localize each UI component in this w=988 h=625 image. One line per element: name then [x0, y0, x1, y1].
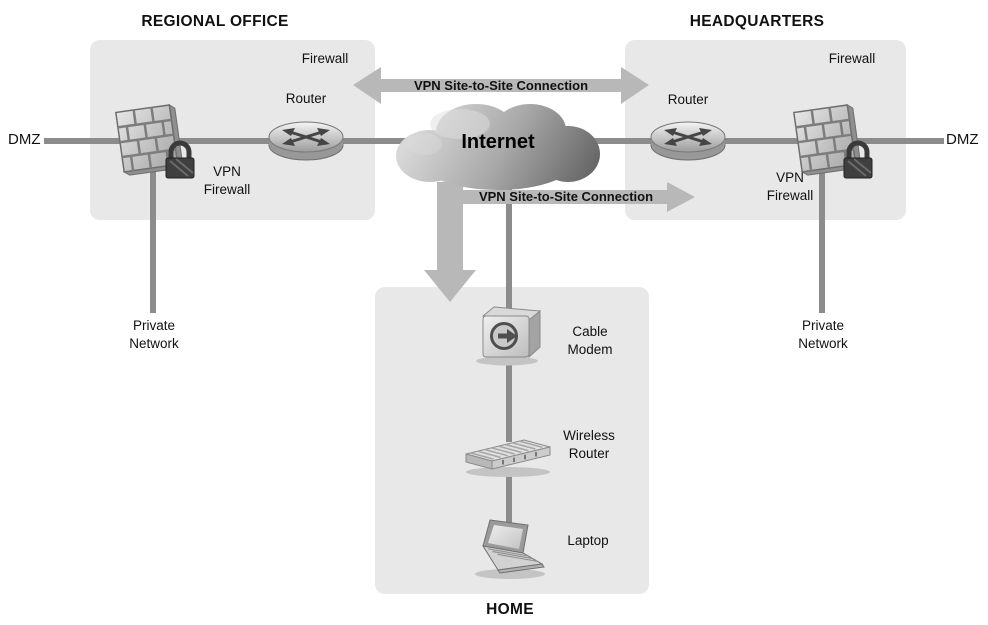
cable-modem-label: Cable Modem [567, 324, 613, 357]
regional-private-network-line [150, 172, 156, 313]
modem-to-wireless-router-line [506, 360, 512, 442]
headquarters-title: HEADQUARTERS [689, 13, 825, 30]
regional-vpn-firewall-icon [110, 98, 198, 182]
laptop-icon [475, 519, 545, 579]
vpn-bottom-connection-label: VPN Site-to-Site Connection [478, 189, 654, 204]
regional-office-title: REGIONAL OFFICE [141, 13, 289, 30]
regional-firewall-label: Firewall [301, 51, 349, 66]
laptop-label: Laptop [567, 533, 609, 548]
regional-router-label: Router [285, 91, 327, 106]
vpn-top-connection-label: VPN Site-to-Site Connection [413, 78, 589, 93]
vpn-site-to-site-arrow-bottom [437, 182, 695, 212]
vpn-down-arrow-to-home [424, 182, 476, 302]
regional-router-icon [266, 115, 346, 167]
wireless-router-label: Wireless Router [563, 428, 615, 461]
regional-vpn-firewall-label: VPN Firewall [203, 164, 251, 197]
headquarters-router-icon [648, 115, 728, 167]
internet-label: Internet [461, 131, 535, 153]
cable-modem-icon [476, 306, 542, 366]
headquarters-dmz-label: DMZ [946, 131, 979, 148]
headquarters-firewall-label: Firewall [828, 51, 876, 66]
wireless-router-to-laptop-line [506, 468, 512, 548]
headquarters-private-network-label: Private Network [798, 318, 848, 351]
wireless-router-icon [465, 439, 551, 477]
headquarters-vpn-firewall-label: VPN Firewall [766, 170, 814, 203]
regional-private-network-label: Private Network [129, 318, 179, 351]
vpn-site-to-site-arrow-top [353, 67, 649, 104]
internet-to-home-line [506, 178, 512, 312]
internet-cloud-icon: Internet [396, 104, 600, 190]
headquarters-router-label: Router [667, 92, 709, 107]
headquarters-private-network-line [819, 172, 825, 313]
regional-dmz-label: DMZ [8, 131, 41, 148]
home-title: HOME [486, 601, 534, 618]
